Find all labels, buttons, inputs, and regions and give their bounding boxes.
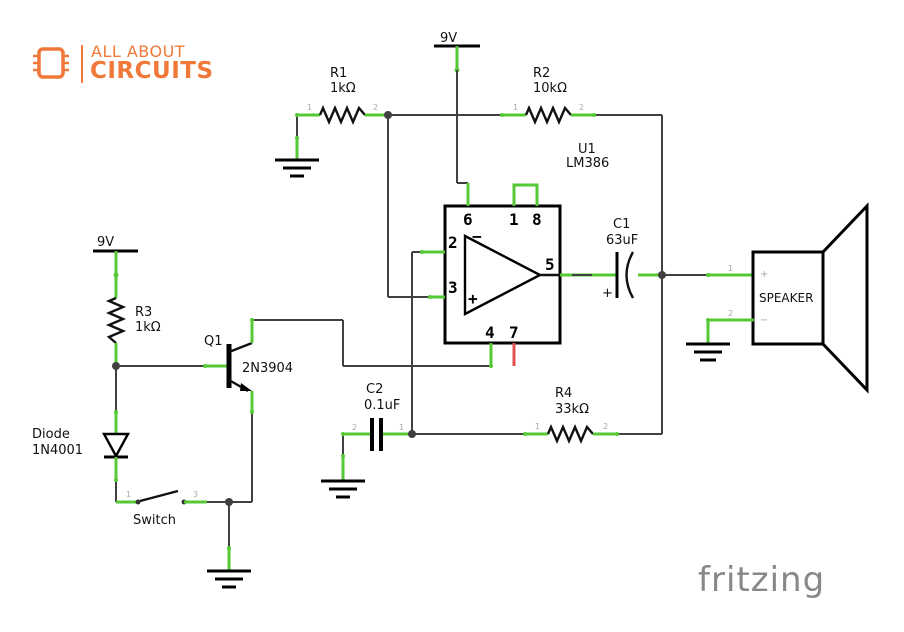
- resistor-r4: R4 33kΩ 1 2: [525, 386, 617, 445]
- c2-value: 0.1uF: [364, 398, 400, 413]
- supply-9v-top: 9V: [434, 31, 480, 73]
- pin-number: 1: [399, 423, 404, 432]
- switch[interactable]: 1 3 Switch: [116, 489, 207, 528]
- ground-symbol-r1: [275, 158, 319, 178]
- resistor-r3: R3 1kΩ: [105, 296, 161, 366]
- r1-value: 1kΩ: [330, 81, 356, 96]
- ground-symbol-c2: [321, 479, 365, 499]
- supply-label-left: 9V: [97, 235, 114, 250]
- opamp-plus: +: [468, 289, 478, 308]
- pin-4: 4: [485, 323, 495, 342]
- c2-ref: C2: [366, 382, 383, 397]
- capacitor-c2: C2 0.1uF 2 1: [343, 382, 411, 451]
- pin-number: 3: [193, 490, 198, 499]
- pin-number: 2: [373, 103, 378, 112]
- logo-divider: [81, 45, 83, 83]
- speaker-plus: +: [760, 269, 768, 280]
- resistor-r1: 1 2 R1 1kΩ: [297, 66, 387, 126]
- supply-9v-left: 9V: [93, 235, 138, 298]
- pin-number: 1: [307, 103, 312, 112]
- ground-symbol-speaker: [686, 342, 730, 362]
- diode-value: 1N4001: [32, 443, 83, 458]
- r2-ref: R2: [533, 66, 550, 81]
- opamp-minus: −: [472, 227, 482, 246]
- speaker-minus: −: [760, 315, 768, 326]
- ground-symbol-switch: [207, 569, 251, 589]
- c1-value: 63uF: [606, 233, 638, 248]
- pin-number: 1: [126, 490, 131, 499]
- pin-3: 3: [448, 278, 458, 297]
- resistor-r2: 1 2 R2 10kΩ: [502, 66, 594, 126]
- pin-6: 6: [463, 210, 473, 229]
- pin-5: 5: [545, 255, 555, 274]
- r1-ref: R1: [330, 66, 347, 81]
- diode-1n4001: Diode 1N4001: [32, 412, 131, 480]
- c1-ref: C1: [613, 217, 630, 232]
- switch-label: Switch: [133, 513, 176, 528]
- chip-icon: [33, 47, 69, 79]
- fritzing-watermark: fritzing: [698, 560, 826, 600]
- logo-bottom-text: CIRCUITS: [90, 58, 214, 84]
- pin-8: 8: [532, 210, 542, 229]
- pin-number: 1: [728, 264, 733, 273]
- ic-u1-lm386: U1 LM386 − + 6 1 8 2 3 5 4 7: [422, 142, 609, 366]
- pin-number: 1: [535, 422, 540, 431]
- q1-value: 2N3904: [242, 361, 293, 376]
- speaker: 1 + − SPEAKER 2: [706, 202, 869, 394]
- diode-ref: Diode: [32, 427, 70, 442]
- transistor-q1: Q1 2N3904: [204, 320, 293, 412]
- r4-ref: R4: [555, 386, 572, 401]
- r4-value: 33kΩ: [555, 402, 589, 417]
- pin-1: 1: [509, 210, 519, 229]
- u1-value: LM386: [566, 156, 609, 171]
- q1-ref: Q1: [204, 334, 223, 349]
- u1-ref: U1: [578, 142, 596, 157]
- r2-value: 10kΩ: [533, 81, 567, 96]
- allaboutcircuits-logo: ALL ABOUT CIRCUITS: [33, 42, 263, 92]
- r3-ref: R3: [135, 305, 152, 320]
- speaker-label: SPEAKER: [759, 291, 813, 305]
- logo-top-text: ALL ABOUT: [91, 42, 186, 61]
- capacitor-c1: C1 63uF +: [597, 217, 662, 301]
- pin-number: 2: [603, 422, 608, 431]
- lead-endpoints: [114, 113, 710, 550]
- supply-label-top: 9V: [440, 31, 457, 46]
- pin-number: 2: [579, 103, 584, 112]
- c1-polarity: +: [602, 286, 613, 301]
- pin-number: 1: [513, 103, 518, 112]
- pin-7: 7: [509, 323, 519, 342]
- pin-number: 2: [728, 309, 733, 318]
- pin-2: 2: [448, 233, 458, 252]
- r3-value: 1kΩ: [135, 320, 161, 335]
- pin-number: 2: [352, 423, 357, 432]
